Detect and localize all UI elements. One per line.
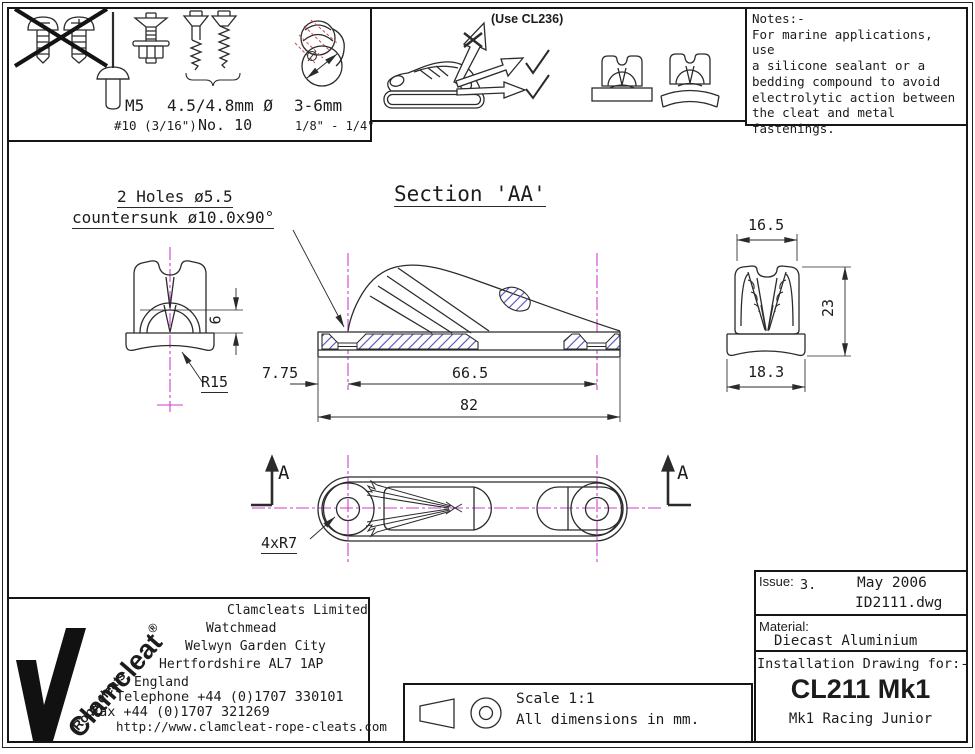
angle-arrows-icon bbox=[453, 21, 527, 99]
dim-hole-offset: 7.75 bbox=[262, 364, 299, 382]
product-code: CL211 Mk1 bbox=[790, 674, 931, 704]
r7-callout: 4xR7 bbox=[261, 534, 298, 554]
hole-centerlines bbox=[347, 253, 598, 390]
product-subtitle: Mk1 Racing Junior bbox=[788, 711, 933, 727]
rivet-icon bbox=[96, 12, 130, 110]
section-arrow-marks bbox=[251, 454, 691, 507]
drawing-file: ID2111.dwg bbox=[855, 595, 943, 611]
address-line: Watchmead bbox=[206, 621, 277, 636]
website-label: http://www.clamcleat-rope-cleats.com bbox=[116, 719, 387, 734]
scale-label: Scale 1:1 bbox=[516, 691, 595, 707]
dim-top-width: 16.5 bbox=[748, 216, 785, 234]
r7-leader bbox=[309, 516, 336, 540]
notes-panel bbox=[745, 9, 967, 126]
end-view-right bbox=[726, 234, 851, 392]
company-panel bbox=[9, 597, 370, 741]
tapping-screw-size-label: 4.5/4.8mm Ø bbox=[167, 96, 273, 115]
groove-lines bbox=[369, 267, 490, 334]
rope-hole-section bbox=[499, 286, 531, 312]
notes-line: bedding compound to avoid bbox=[752, 73, 941, 89]
address-line: Hertfordshire AL7 1AP bbox=[159, 657, 324, 672]
address-line: Welwyn Garden City bbox=[185, 639, 326, 654]
units-label: All dimensions in mm. bbox=[516, 712, 700, 728]
address-line: England bbox=[134, 675, 189, 690]
machine-screw-size-label: M5 bbox=[125, 96, 145, 115]
telephone-label: Telephone +44 (0)1707 330101 bbox=[116, 689, 344, 705]
dim-hole-spacing: 66.5 bbox=[452, 364, 489, 382]
rope-alt-label: 1/8" - 1/4" bbox=[295, 119, 375, 133]
section-arrow-label-left: A bbox=[278, 462, 290, 484]
v-groove-outer bbox=[747, 271, 787, 331]
material-value: Diecast Aluminium bbox=[774, 633, 918, 649]
tapping-screws-icon bbox=[182, 10, 241, 87]
machine-screw-alt-label: #10 (3/16") bbox=[114, 118, 197, 133]
notes-text: Notes:- For marine applications, use a s… bbox=[752, 11, 962, 137]
projection-symbol-icon bbox=[419, 697, 502, 729]
dim-length: 82 bbox=[460, 396, 479, 414]
holes-callout-line2: countersunk ø10.0x90° bbox=[72, 208, 275, 229]
mount-curved-icon bbox=[660, 53, 720, 108]
plan-view bbox=[251, 454, 691, 562]
cleat-side-icon bbox=[383, 61, 485, 109]
notes-line: the cleat and metal bbox=[752, 105, 895, 121]
fastener-icons bbox=[13, 7, 345, 110]
logo-v-mark bbox=[16, 628, 86, 741]
holes-leader bbox=[292, 229, 345, 328]
notes-line: a silicone sealant or a bbox=[752, 58, 926, 74]
use-cl236-label: (Use CL236) bbox=[491, 12, 564, 26]
dim-base-width: 18.3 bbox=[748, 363, 785, 381]
material-label: Material: bbox=[759, 619, 809, 634]
holes-callout-line1: 2 Holes ø5.5 bbox=[117, 187, 233, 208]
notes-line: For marine applications, use bbox=[752, 26, 933, 58]
r15-callout: R15 bbox=[201, 373, 229, 393]
fastener-panel bbox=[9, 9, 372, 142]
title-block bbox=[754, 570, 967, 741]
serrations bbox=[747, 279, 787, 313]
title-block-divider bbox=[754, 614, 967, 616]
rope-size-label: 3-6mm bbox=[294, 96, 343, 115]
notes-line: fastenings. bbox=[752, 120, 835, 136]
mount-flat-icon bbox=[591, 55, 653, 102]
dim-hole-height: 6 bbox=[206, 315, 225, 325]
issue-value: 3. bbox=[800, 577, 817, 593]
address-line: Clamcleats Limited bbox=[227, 603, 368, 618]
cleat-profile bbox=[347, 264, 621, 332]
fax-label: Fax +44 (0)1707 321269 bbox=[91, 704, 270, 720]
notes-line: electrolytic action between bbox=[752, 89, 956, 105]
section-arrow-label-right: A bbox=[677, 462, 689, 484]
scale-panel bbox=[403, 683, 753, 741]
usage-icons bbox=[383, 21, 720, 109]
title-block-caption: Installation Drawing for:- bbox=[757, 656, 969, 672]
end-view-left bbox=[125, 247, 243, 412]
dim-height: 23 bbox=[819, 298, 838, 317]
machine-screw-icon bbox=[132, 12, 170, 64]
r15-leader bbox=[181, 351, 204, 384]
check-icons bbox=[525, 49, 550, 100]
rope-icon bbox=[294, 19, 345, 87]
issue-label: Issue: bbox=[759, 574, 794, 589]
usage-panel bbox=[372, 9, 745, 122]
cross-mark-icon bbox=[463, 32, 483, 48]
title-block-divider bbox=[754, 650, 967, 652]
section-view bbox=[290, 229, 621, 422]
tapping-screw-alt-label: No. 10 bbox=[198, 116, 253, 134]
issue-date: May 2006 bbox=[857, 575, 927, 591]
teeth-pattern bbox=[365, 479, 463, 538]
notes-title: Notes:- bbox=[752, 11, 805, 26]
crossed-screws-icon bbox=[13, 7, 109, 68]
section-title: Section 'AA' bbox=[394, 182, 546, 208]
